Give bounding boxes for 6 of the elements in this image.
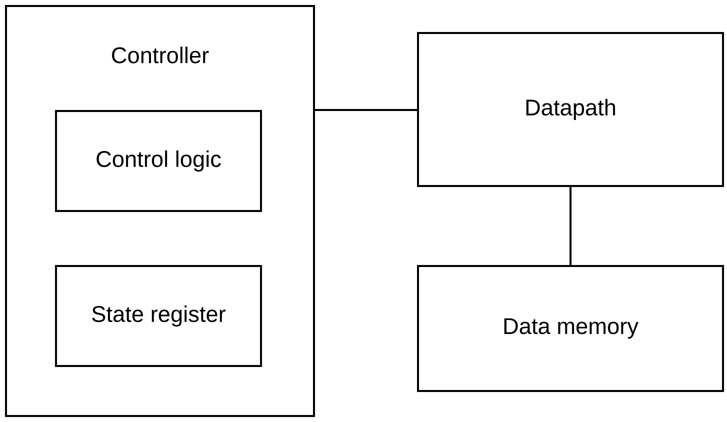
connector-line [570,187,572,265]
process-box: State register [55,265,262,367]
process-box: Data memory [417,265,724,392]
process-box: Datapath [417,32,724,187]
connector-line [315,109,418,111]
process-box: Control logic [55,110,262,212]
